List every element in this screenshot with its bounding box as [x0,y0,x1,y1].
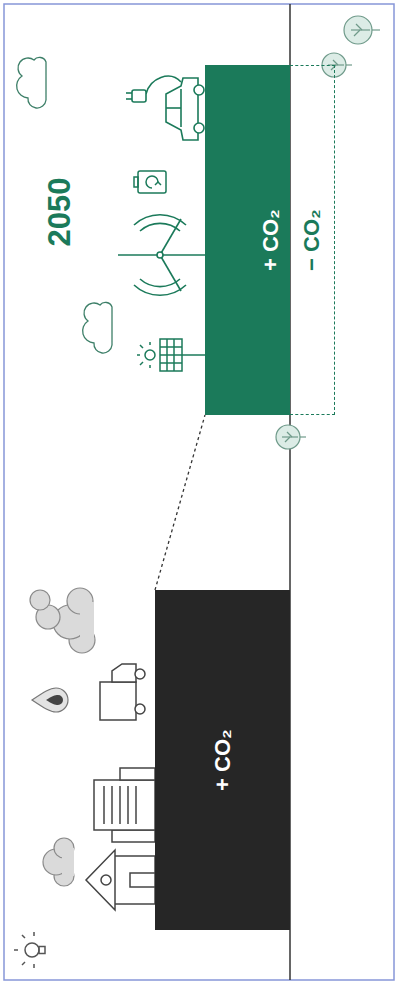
year-label: 2050 [42,177,78,247]
frame [4,4,394,980]
battery-icon [134,171,166,193]
tree-icon [344,16,380,44]
house-icon [86,850,155,910]
lightbulb-icon [14,932,45,968]
node-text: − CO₂ [299,209,325,271]
fire-icon [32,688,68,712]
wind-turbine-icon [118,215,205,296]
dotted-connector [155,415,205,590]
removal-zone: − CO₂ [290,65,335,415]
sky-cloud [17,57,46,108]
smoke-cloud [43,838,74,886]
smoke-cloud [30,588,95,653]
truck-icon [100,664,145,720]
node-text: + CO₂ [258,209,284,271]
tree-icon [276,425,306,449]
tree-icon [322,53,352,77]
net-zero-block: + CO₂ [205,65,290,415]
building-icon [94,768,155,842]
node-text: + CO₂ [210,729,236,791]
electric-car-icon [126,76,204,140]
sky-cloud [83,302,112,353]
solar-panel-icon [137,339,205,371]
emission-block: + CO₂ [155,590,290,930]
